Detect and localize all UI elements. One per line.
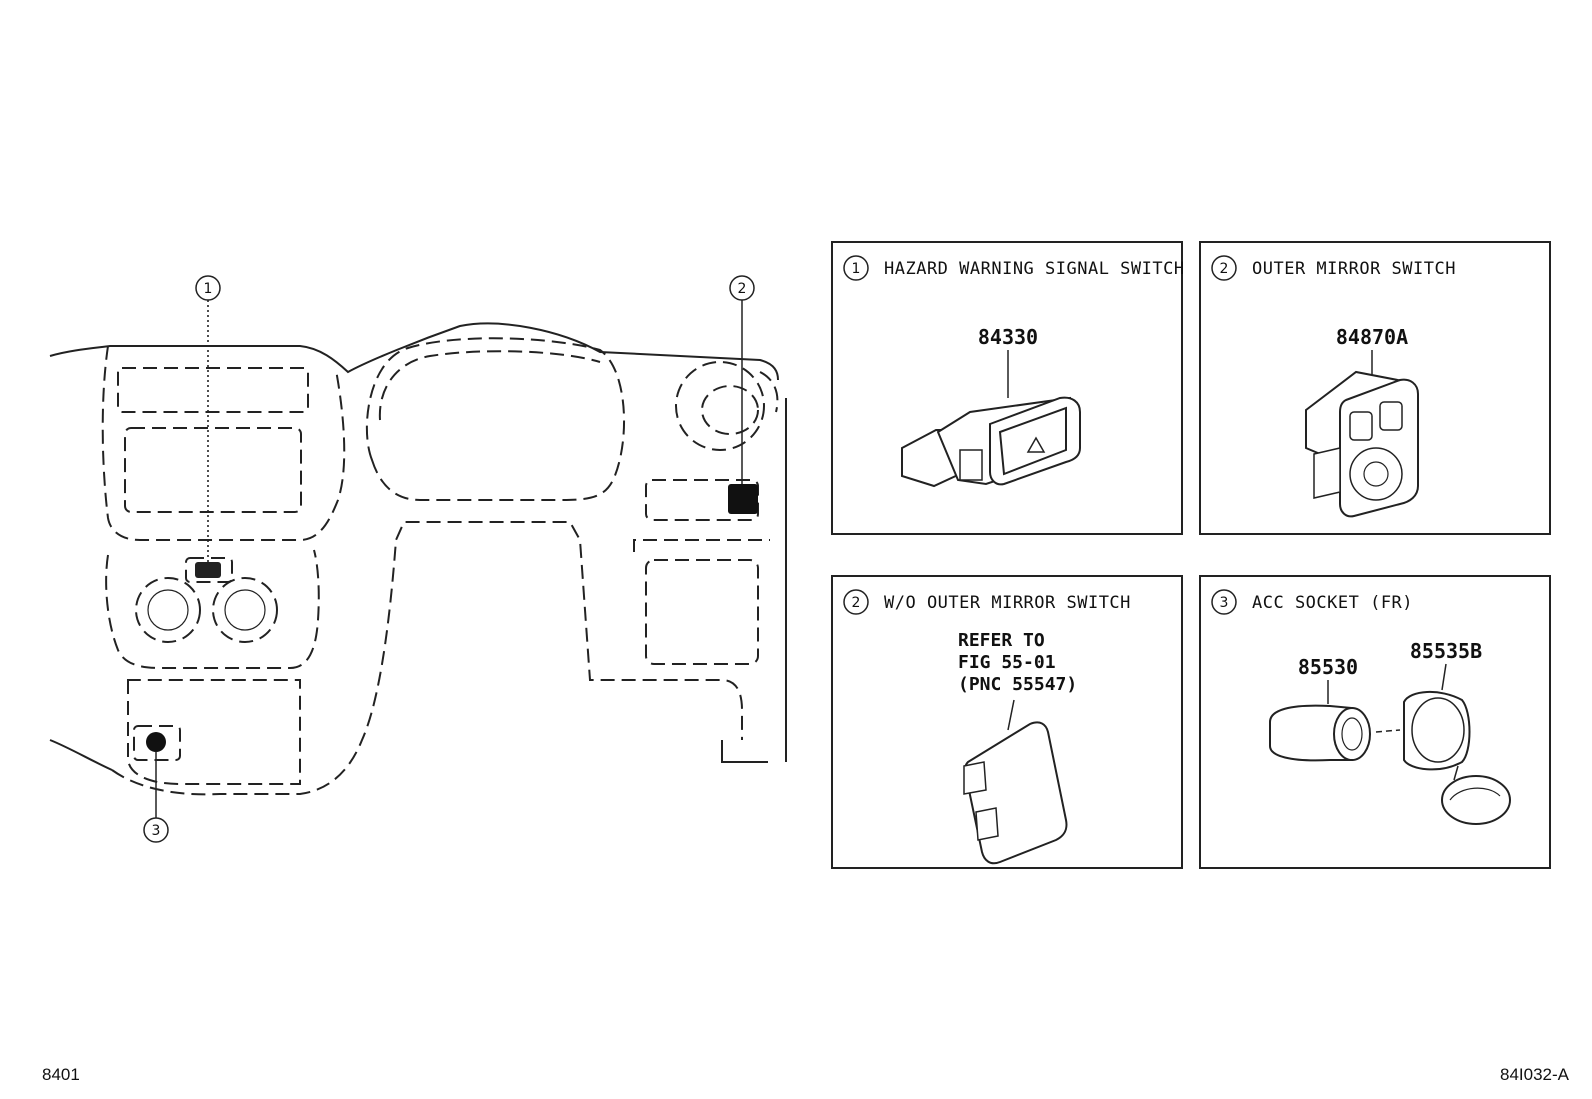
panel-number: 2 bbox=[1220, 261, 1229, 277]
panel-outer-mirror-switch: 2 OUTER MIRROR SWITCH 84870A bbox=[1199, 241, 1551, 535]
callout-3: 3 bbox=[143, 817, 169, 843]
part-number: 85535B bbox=[1410, 639, 1482, 663]
panel-title: OUTER MIRROR SWITCH bbox=[1252, 259, 1456, 279]
panel-number: 1 bbox=[852, 261, 861, 277]
svg-text:2: 2 bbox=[738, 281, 747, 297]
refer-line-3: (PNC 55547) bbox=[958, 674, 1077, 695]
part-number: 84870A bbox=[1336, 325, 1408, 349]
panel-acc-socket: 3 ACC SOCKET (FR) 85530 85535B bbox=[1199, 575, 1551, 869]
hazard-triangle-icon bbox=[1026, 436, 1046, 453]
part-number: 85530 bbox=[1298, 655, 1358, 679]
dashboard-drawing bbox=[49, 300, 787, 818]
svg-text:1: 1 bbox=[204, 281, 213, 297]
callout-1: 1 bbox=[195, 275, 221, 301]
footer-right-code: 84I032-A bbox=[1500, 1065, 1570, 1084]
part-number: 84330 bbox=[978, 325, 1038, 349]
callout-2: 2 bbox=[729, 275, 755, 301]
panel-number: 3 bbox=[1220, 595, 1229, 611]
panel-title: ACC SOCKET (FR) bbox=[1252, 593, 1413, 613]
refer-line-2: FIG 55-01 bbox=[958, 652, 1056, 673]
refer-line-1: REFER TO bbox=[958, 630, 1045, 651]
panel-wo-outer-mirror-switch: 2 W/O OUTER MIRROR SWITCH REFER TO FIG 5… bbox=[831, 575, 1183, 869]
svg-text:3: 3 bbox=[152, 823, 161, 839]
panel-hazard-switch: 1 HAZARD WARNING SIGNAL SWITCH 84330 bbox=[831, 241, 1185, 535]
panel-number: 2 bbox=[852, 595, 861, 611]
panel-title: W/O OUTER MIRROR SWITCH bbox=[884, 593, 1131, 613]
panel-title: HAZARD WARNING SIGNAL SWITCH bbox=[884, 259, 1185, 279]
footer-left-code: 8401 bbox=[42, 1065, 80, 1084]
